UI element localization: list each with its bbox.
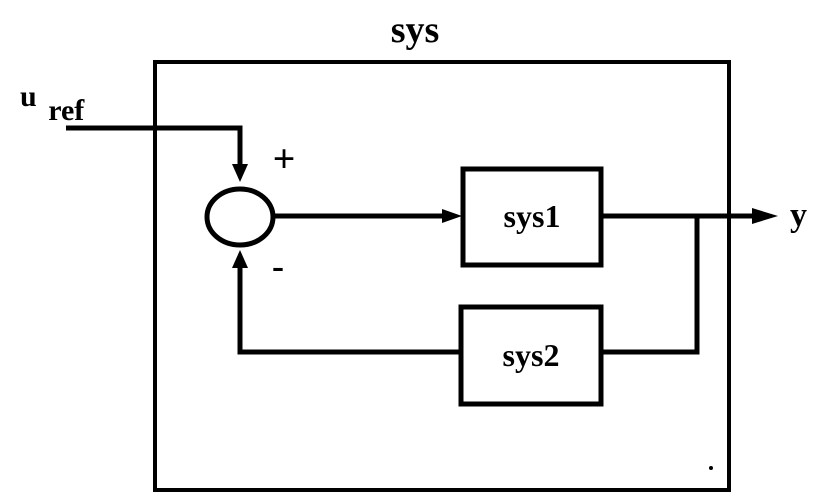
input-wire <box>66 125 243 168</box>
output-arrow-head <box>752 208 778 224</box>
plus-sign: + <box>273 136 296 181</box>
minus-sign: - <box>272 246 284 286</box>
output-label: y <box>790 197 807 234</box>
summing-junction <box>204 186 276 248</box>
block-sys1 <box>460 166 604 268</box>
outer-system-box <box>153 60 731 492</box>
outer-system-label: sys <box>391 9 440 51</box>
block-sys1-label: sys1 <box>504 198 561 234</box>
input-arrow-head <box>232 164 248 182</box>
input-label-subscript: ref <box>48 94 85 127</box>
input-label: u ref <box>20 80 85 127</box>
block-sys2-label: sys2 <box>503 337 560 373</box>
speck-mark <box>709 466 713 470</box>
input-label-main: u <box>20 80 37 113</box>
feedback-arrow-head <box>232 250 248 268</box>
block1-input-arrow-head <box>442 209 462 223</box>
feedback-wire-to-block2 <box>601 216 700 355</box>
block-sys2 <box>458 304 604 407</box>
feedback-wire-to-junction <box>237 262 461 355</box>
